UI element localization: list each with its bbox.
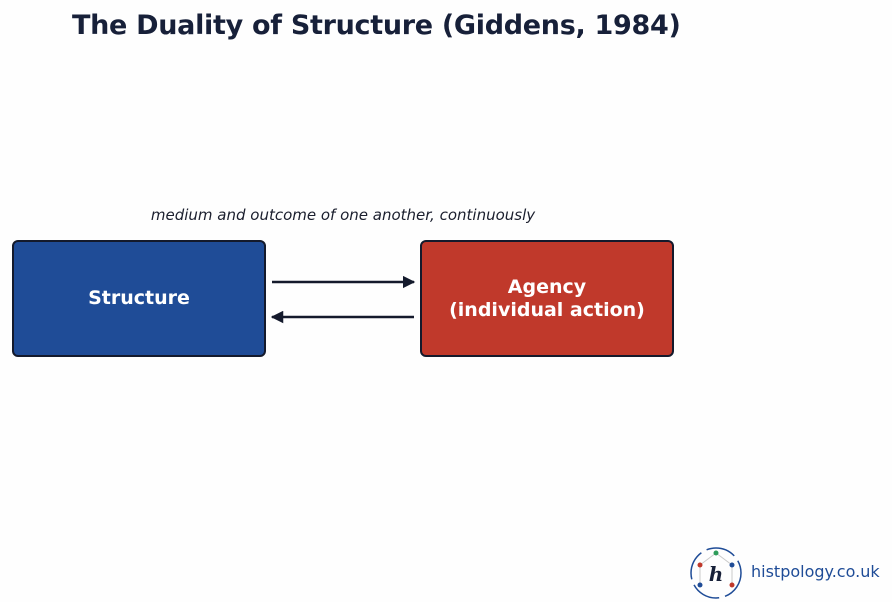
agency-node: Agency (individual action) <box>420 240 674 357</box>
agency-label: Agency <box>507 275 587 298</box>
histpology-logo-icon: h <box>690 547 742 599</box>
svg-text:h: h <box>709 562 724 586</box>
relation-caption: medium and outcome of one another, conti… <box>150 206 536 224</box>
agency-sublabel: (individual action) <box>449 298 645 321</box>
page-title: The Duality of Structure (Giddens, 1984) <box>72 10 681 41</box>
structure-label: Structure <box>88 287 190 310</box>
site-name: histpology.co.uk <box>751 562 880 581</box>
structure-node: Structure <box>12 240 266 357</box>
bidirectional-arrows <box>270 275 416 324</box>
